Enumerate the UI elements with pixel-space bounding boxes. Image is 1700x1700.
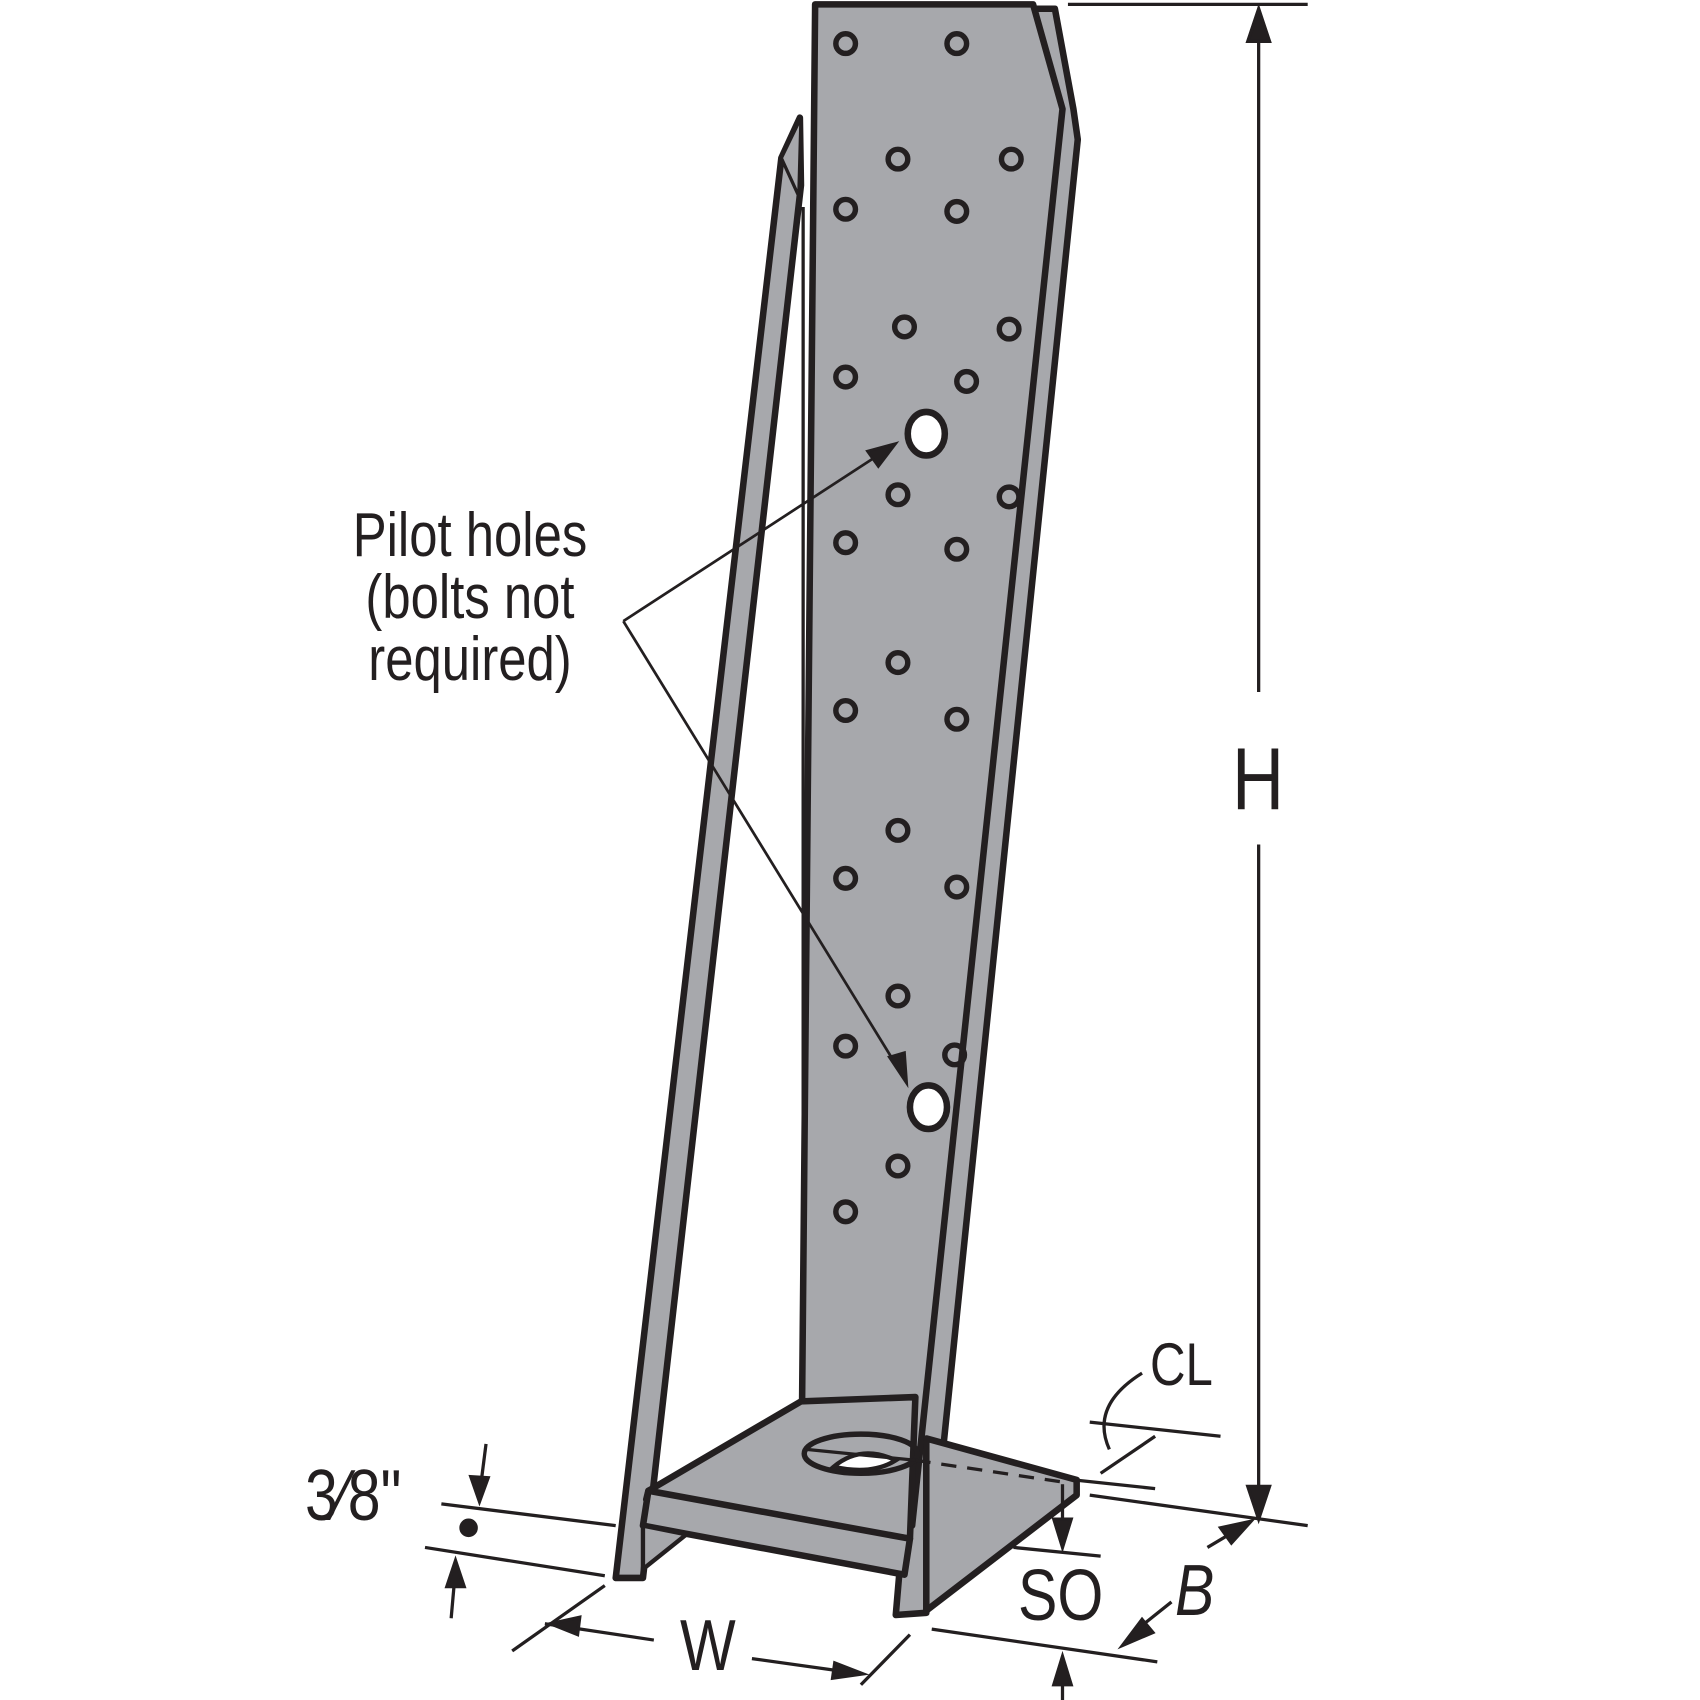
nail-holes [833, 31, 1024, 1225]
left-flange [612, 114, 805, 1582]
callout-line-3: required) [368, 625, 572, 694]
standoff-label: SO [1018, 1556, 1104, 1636]
callout-line-1: Pilot holes [352, 501, 588, 570]
height-dimension [1067, 2, 1308, 1528]
back-plate [798, 1, 1066, 1529]
base-label: B [1175, 1551, 1215, 1631]
pilot-holes-callout: Pilot holes (bolts not required) [331, 505, 610, 691]
thickness-label: 3⁄8" [305, 1456, 402, 1536]
height-label: H [1232, 729, 1285, 828]
pilot-holes [904, 408, 951, 1133]
width-label: W [680, 1606, 736, 1686]
centerline-label: CL [1150, 1331, 1213, 1398]
callout-line-2: (bolts not [365, 563, 575, 632]
